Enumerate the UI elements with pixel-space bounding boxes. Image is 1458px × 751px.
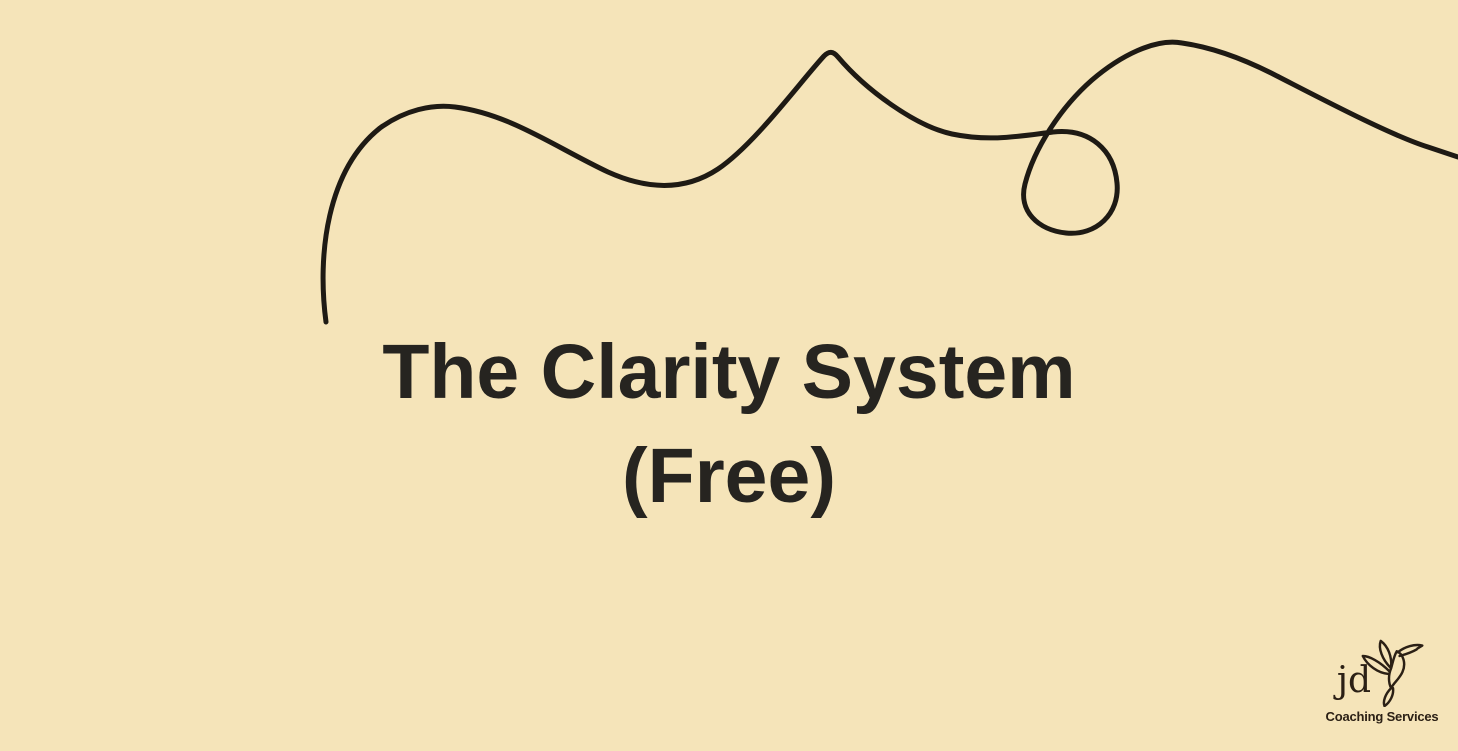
brand-logo: jd Coaching Services	[1322, 639, 1442, 724]
title-line-1: The Clarity System	[382, 329, 1076, 415]
title-line-2: (Free)	[622, 433, 836, 519]
logo-monogram: jd	[1336, 660, 1372, 701]
logo-row: jd	[1337, 639, 1427, 707]
hand-drawn-squiggle-line	[320, 39, 1458, 325]
hummingbird-icon	[1361, 639, 1424, 707]
page-title: The Clarity System (Free)	[0, 320, 1458, 528]
logo-tagline: Coaching Services	[1325, 709, 1439, 724]
